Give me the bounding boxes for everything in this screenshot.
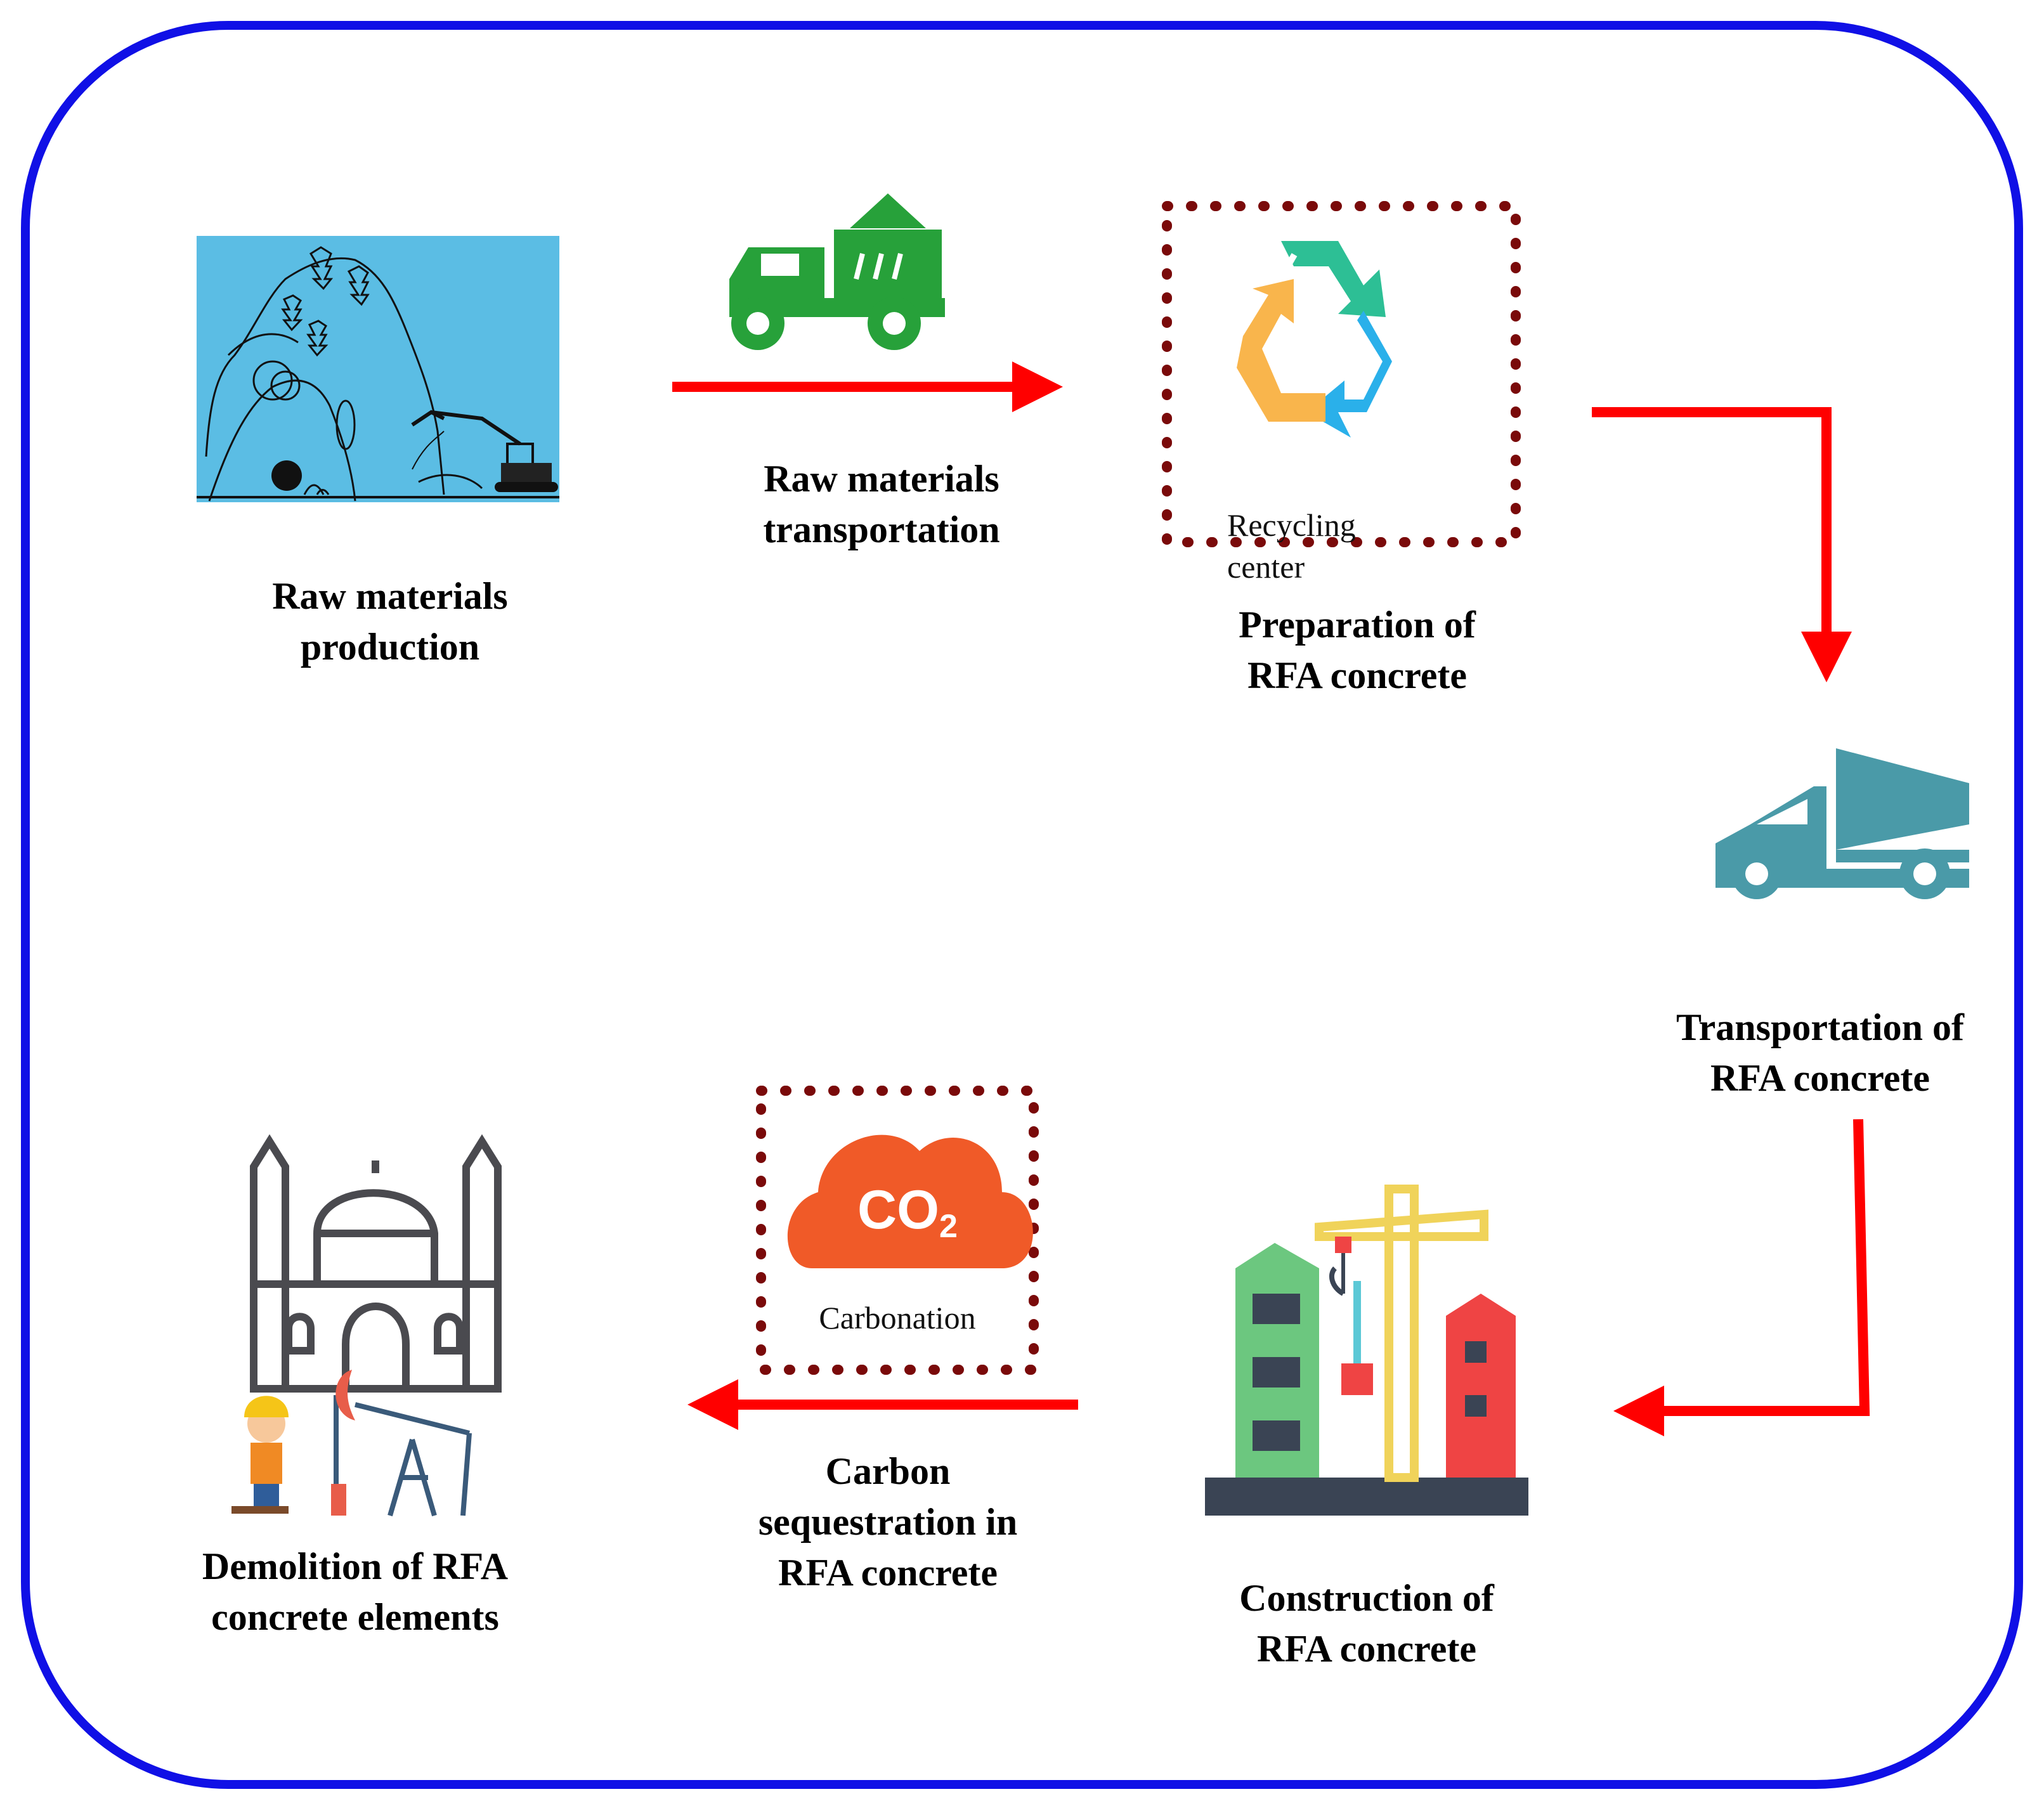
label-line: concrete elements <box>211 1596 499 1638</box>
label-line: sequestration in <box>758 1501 1018 1543</box>
label-line: production <box>300 626 480 668</box>
co2-text: CO2 <box>857 1178 958 1258</box>
label-line: Recycling <box>1227 507 1356 543</box>
recycling-center-label: Recycling center <box>1227 504 1356 588</box>
mountain-excavator-icon <box>197 236 559 502</box>
construction-crane-icon <box>1205 1185 1528 1516</box>
flow-arrows <box>672 361 1870 1436</box>
arrow-preparation-to-transport <box>1592 407 1852 682</box>
label-line: transportation <box>763 509 1000 550</box>
recycling-center-box <box>1162 201 1521 547</box>
label-line: center <box>1227 549 1305 585</box>
label-line: Carbonation <box>819 1300 976 1335</box>
label-line: Demolition of RFA <box>202 1545 509 1587</box>
label-raw-materials-production: Raw materials production <box>241 571 539 672</box>
label-preparation-rfa: Preparation of RFA concrete <box>1180 599 1535 701</box>
label-carbon-sequestration: Carbon sequestration in RFA concrete <box>723 1446 1053 1598</box>
label-line: Preparation of <box>1239 604 1476 646</box>
label-line: RFA concrete <box>778 1552 998 1594</box>
label-transportation-rfa: Transportation of RFA concrete <box>1636 1002 2004 1103</box>
label-line: Raw materials <box>272 575 508 617</box>
label-raw-materials-transportation: Raw materials transportation <box>723 453 1040 555</box>
dump-truck-icon <box>729 193 945 350</box>
carbonation-box <box>756 1086 1039 1375</box>
label-construction-rfa: Construction of RFA concrete <box>1199 1573 1535 1674</box>
outer-frame <box>21 21 2023 1789</box>
label-line: RFA concrete <box>1247 654 1467 696</box>
arrow-transport-to-construction <box>1613 1119 1870 1436</box>
carbonation-label: Carbonation <box>802 1297 993 1339</box>
mosque-worker-oil-pump-icon <box>231 1134 502 1517</box>
co2-main: CO <box>857 1179 939 1240</box>
co2-cloud-icon <box>787 1134 1033 1268</box>
label-demolition-rfa: Demolition of RFA concrete elements <box>159 1541 552 1642</box>
recycle-icon <box>1237 241 1392 438</box>
label-line: RFA concrete <box>1710 1057 1930 1099</box>
label-line: Carbon <box>825 1450 951 1492</box>
label-line: Transportation of <box>1676 1006 1964 1048</box>
co2-subscript: 2 <box>939 1208 958 1245</box>
label-line: RFA concrete <box>1257 1628 1476 1670</box>
label-line: Construction of <box>1239 1577 1494 1619</box>
mixer-truck-icon <box>1715 748 1969 899</box>
label-line: Raw materials <box>764 458 999 500</box>
